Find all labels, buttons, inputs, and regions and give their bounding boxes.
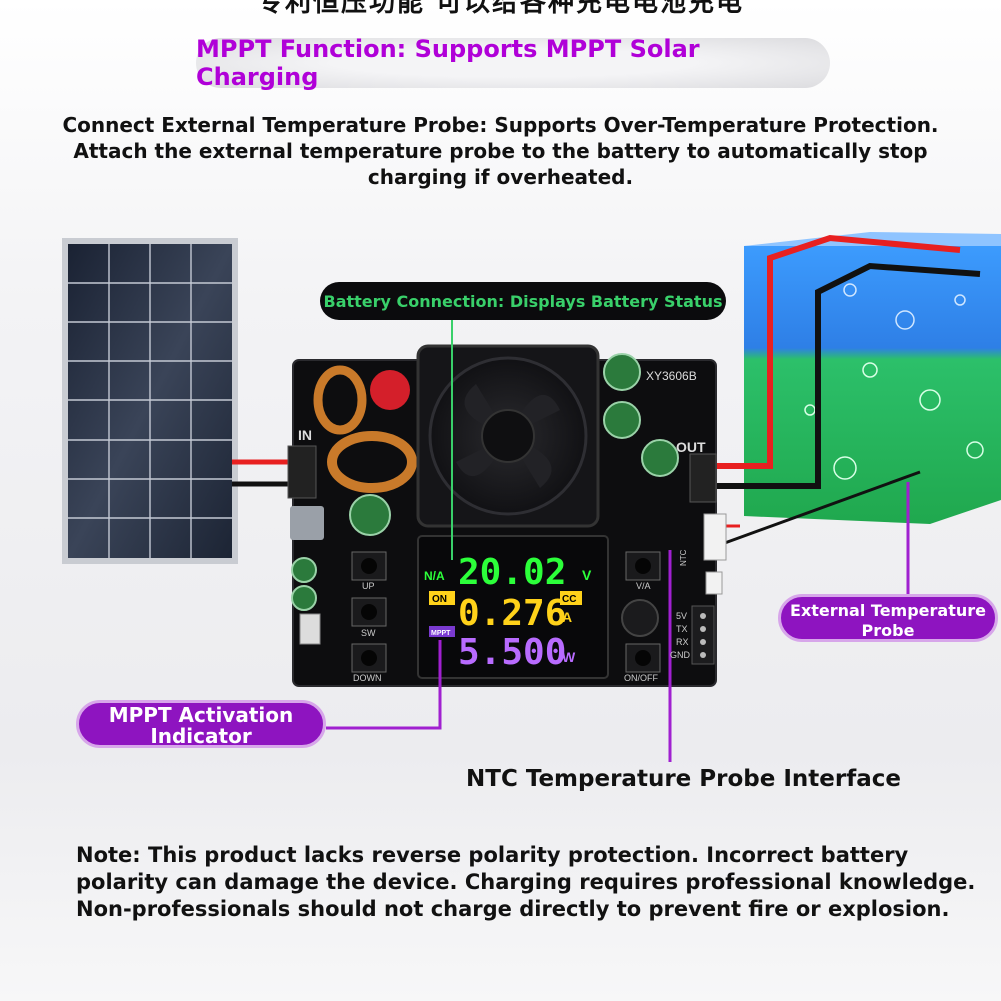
mppt-callout-line xyxy=(326,640,442,730)
lcd-current-unit: A xyxy=(562,609,572,625)
lcd-on-badge xyxy=(429,591,455,605)
lcd-na-label: N/A xyxy=(424,569,445,583)
battery-wire-red xyxy=(700,234,961,469)
mppt-function-banner: MPPT Function: Supports MPPT Solar Charg… xyxy=(196,35,830,91)
temperature-probe-cable xyxy=(699,470,921,554)
lcd-screen xyxy=(417,535,609,679)
pin-header xyxy=(691,605,715,665)
intro-paragraph: Connect External Temperature Probe: Supp… xyxy=(20,112,981,190)
lcd-on-badge-text: ON xyxy=(432,594,447,605)
pin-rx-label: RX xyxy=(676,637,689,647)
battery-pack xyxy=(744,232,1001,524)
lcd-current: 0.276 xyxy=(458,593,566,634)
inductor-coil xyxy=(313,365,367,435)
toroid-inductor xyxy=(327,431,417,493)
small-connector xyxy=(705,571,723,595)
solar-panel xyxy=(62,238,238,564)
capacitor-3 xyxy=(603,401,641,439)
lcd-power-unit: W xyxy=(562,649,576,665)
board-ntc-label: NTC xyxy=(679,549,688,566)
red-capacitor xyxy=(370,370,410,410)
button-onoff-label: ON/OFF xyxy=(624,673,658,683)
capacitor-1 xyxy=(349,494,391,536)
ntc-connector xyxy=(703,513,727,561)
capacitor-2 xyxy=(603,353,641,391)
pin-tx-label: TX xyxy=(676,624,688,634)
lcd-cc-badge-text: CC xyxy=(562,594,576,605)
slide-switch xyxy=(299,613,321,645)
intro-line-3: charging if overheated. xyxy=(367,165,634,189)
input-terminal xyxy=(287,445,317,499)
button-down-label: DOWN xyxy=(353,673,382,683)
external-probe-line-1: External Temperature xyxy=(790,601,986,620)
output-terminal xyxy=(689,453,717,503)
mppt-indicator-line-2: Indicator xyxy=(150,724,252,748)
board-buttons xyxy=(351,551,661,673)
cooling-fan-icon xyxy=(416,344,600,528)
board-in-label: IN xyxy=(298,427,312,443)
warning-note: Note: This product lacks reverse polarit… xyxy=(76,843,976,921)
external-probe-callout: External Temperature Probe xyxy=(778,594,998,642)
lcd-cc-badge xyxy=(560,591,582,605)
button-up-label: UP xyxy=(362,581,375,591)
intro-line-1: Connect External Temperature Probe: Supp… xyxy=(62,113,939,137)
capacitor-6 xyxy=(291,585,317,611)
lcd-power: 5.500 xyxy=(458,632,566,673)
battery-wire-black xyxy=(700,262,981,489)
lcd-mppt-badge-text: MPPT xyxy=(431,630,451,637)
button-va-label: V/A xyxy=(636,581,651,591)
board-model: XY3606B xyxy=(646,369,697,383)
usb-c-port xyxy=(290,506,324,540)
battery-connection-callout: Battery Connection: Displays Battery Sta… xyxy=(320,282,726,320)
board-out-label: OUT xyxy=(676,439,706,455)
capacitor-5 xyxy=(291,557,317,583)
lcd-mppt-badge xyxy=(429,626,455,637)
pin-gnd-label: GND xyxy=(670,650,691,660)
top-heading-cut: 专利恒压功能 可以给各种充电电池充电 xyxy=(256,0,745,18)
pin-5v-label: 5V xyxy=(676,611,687,621)
button-sw-label: SW xyxy=(361,628,376,638)
mppt-indicator-line-1: MPPT Activation xyxy=(108,703,294,727)
mppt-indicator-callout: MPPT Activation Indicator xyxy=(76,700,326,748)
intro-line-2: Attach the external temperature probe to… xyxy=(73,139,928,163)
battery-connection-text: Battery Connection: Displays Battery Sta… xyxy=(323,291,723,311)
mppt-function-text: MPPT Function: Supports MPPT Solar Charg… xyxy=(196,35,700,91)
external-probe-line-2: Probe xyxy=(861,621,915,640)
buzzer xyxy=(621,599,659,637)
capacitor-4 xyxy=(641,439,679,477)
lcd-voltage-unit: V xyxy=(582,567,592,583)
ntc-interface-label: NTC Temperature Probe Interface xyxy=(466,766,901,792)
lcd-voltage: 20.02 xyxy=(458,552,566,593)
